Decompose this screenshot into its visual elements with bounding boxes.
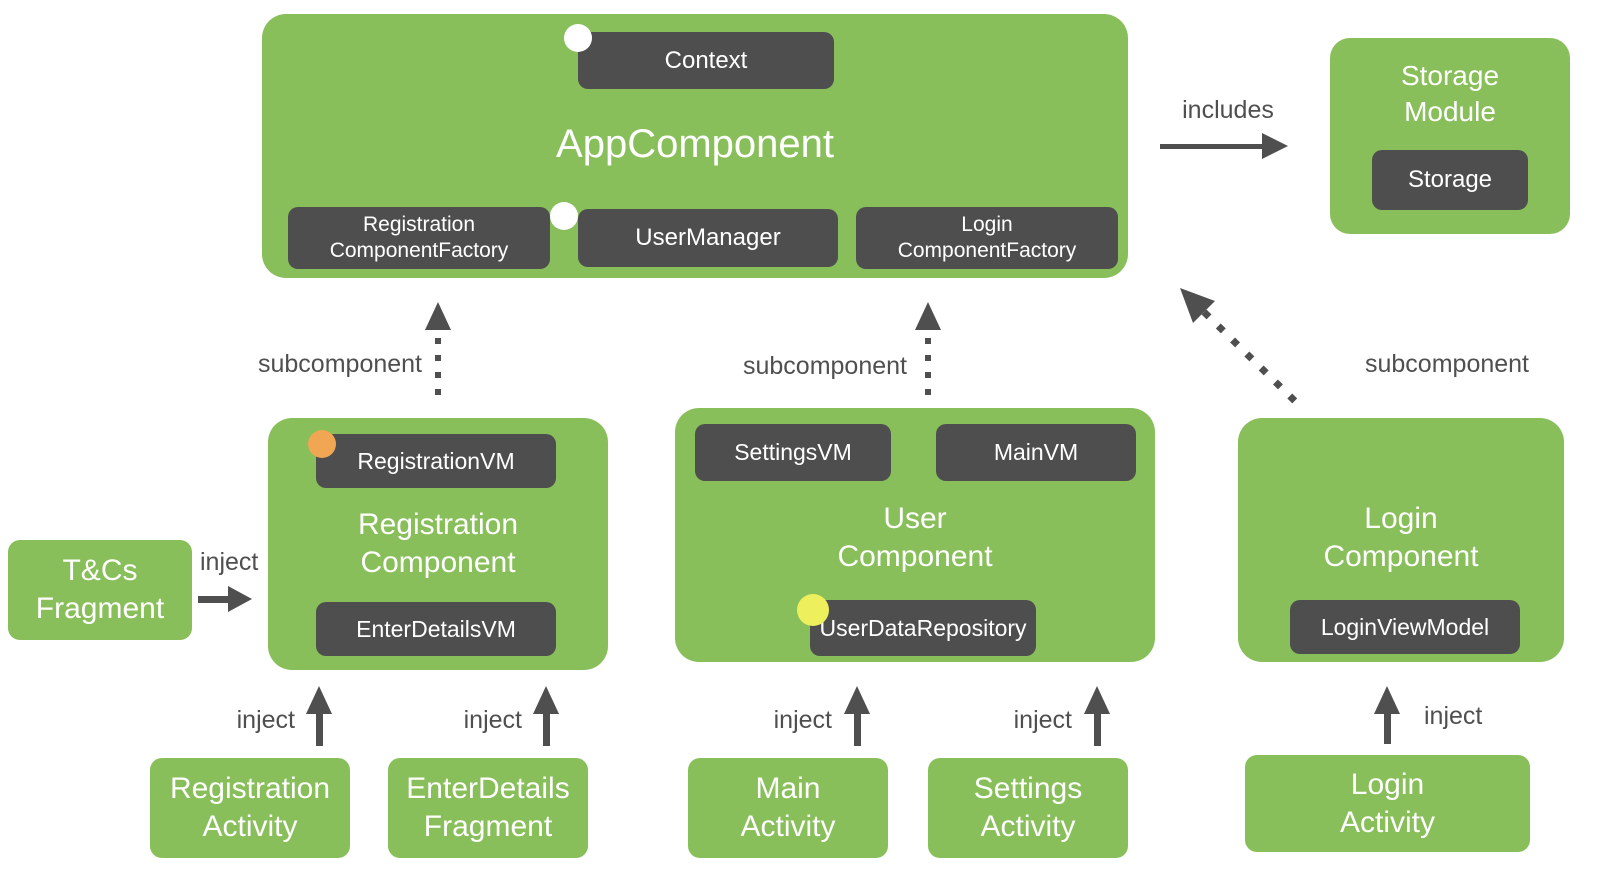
user-data-repository-box: UserDataRepository [810,600,1036,656]
tcs-fragment-box: T&Cs Fragment [8,540,192,640]
registration-component-title-line1: Registration [357,508,519,541]
main-vm-label: MainVM [993,439,1079,465]
main-activity-box: Main Activity [688,758,888,858]
settings-vm-box: SettingsVM [695,424,891,481]
inject-main-activity-arrow-head-icon [844,686,870,714]
inject-tcs-arrow-line [198,596,230,603]
login-activity-box: Login Activity [1245,755,1530,852]
main-activity-label-line2: Activity [740,810,836,843]
settings-activity-label-line1: Settings [973,772,1083,805]
enter-details-fragment-box: EnterDetails Fragment [388,758,588,858]
inject-registration-activity-label: inject [236,706,295,734]
registration-component-title: Registration Component [268,506,608,582]
context-scope-dot [564,24,592,52]
subcomponent-left-label: subcomponent [258,350,423,378]
inject-tcs-label: inject [200,548,259,576]
storage-label: Storage [1407,166,1493,193]
main-activity-label-line1: Main [755,772,821,805]
registration-component-factory-label-line1: Registration [362,213,476,236]
login-component-title-line2: Component [1323,540,1479,573]
tcs-fragment-label-line1: T&Cs [62,554,138,587]
registration-activity-label: Registration Activity [170,770,330,846]
inject-registration-activity-arrow-line [316,712,323,746]
inject-enter-details-fragment-label: inject [463,706,522,734]
registration-component-title-line2: Component [360,546,516,579]
subcomponent-right-label: subcomponent [1365,350,1530,378]
inject-login-activity-label: inject [1424,702,1483,730]
registration-vm-box: RegistrationVM [316,434,556,488]
subcomponent-middle-arrow-line [925,338,931,396]
login-view-model-box: LoginViewModel [1290,600,1520,654]
user-component-box: SettingsVM MainVM User Component UserDat… [675,408,1155,662]
user-data-repository-scope-dot [797,594,829,626]
inject-settings-activity-arrow-head-icon [1084,686,1110,714]
login-activity-label: Login Activity [1340,766,1435,842]
enter-details-vm-box: EnterDetailsVM [316,602,556,656]
enter-details-fragment-label: EnterDetails Fragment [406,770,569,846]
login-component-factory-label-line1: Login [961,213,1013,236]
settings-activity-box: Settings Activity [928,758,1128,858]
registration-vm-scope-dot [308,430,336,458]
main-vm-box: MainVM [936,424,1136,481]
tcs-fragment-label: T&Cs Fragment [36,552,164,628]
registration-vm-label: RegistrationVM [357,447,515,474]
enter-details-vm-label: EnterDetailsVM [356,615,516,642]
storage-module-title-line1: Storage [1400,60,1500,91]
includes-edge-label: includes [1182,96,1274,124]
login-component-title-line1: Login [1364,502,1438,535]
storage-module-title-line2: Module [1404,96,1496,127]
inject-settings-activity-label: inject [1013,706,1072,734]
user-manager-scope-dot [550,202,578,230]
inject-enter-details-fragment-arrow-head-icon [533,686,559,714]
subcomponent-middle-arrow-head-icon [915,302,941,330]
main-activity-label: Main Activity [740,770,835,846]
registration-activity-box: Registration Activity [150,758,350,858]
user-component-title: User Component [675,500,1155,576]
storage-module-title: Storage Module [1330,58,1570,130]
context-box: Context [578,32,834,89]
tcs-fragment-label-line2: Fragment [35,592,165,625]
app-component-box: Context AppComponent Registration Compon… [262,14,1128,278]
subcomponent-right-arrow-icon [1180,288,1303,409]
user-manager-box: UserManager [578,209,838,267]
enter-details-fragment-label-line1: EnterDetails [406,772,570,805]
includes-arrow-line [1160,144,1264,149]
login-view-model-label: LoginViewModel [1320,613,1490,640]
login-component-factory-box: Login ComponentFactory [856,207,1118,269]
settings-vm-label: SettingsVM [734,439,852,465]
login-activity-label-line1: Login [1350,767,1425,801]
registration-component-factory-box: Registration ComponentFactory [288,207,550,269]
settings-activity-label: Settings Activity [974,770,1082,846]
user-manager-label: UserManager [635,224,781,251]
registration-activity-label-line2: Activity [202,810,298,843]
user-component-title-line2: Component [837,540,993,573]
login-component-title: Login Component [1238,500,1564,576]
inject-login-activity-arrow-head-icon [1374,686,1400,714]
subcomponent-left-arrow-head-icon [425,302,451,330]
inject-login-activity-arrow-line [1384,712,1391,744]
login-component-factory-label-line2: ComponentFactory [897,239,1077,262]
registration-component-box: RegistrationVM Registration Component En… [268,418,608,670]
includes-arrow-head-icon [1262,133,1288,159]
inject-registration-activity-arrow-head-icon [306,686,332,714]
inject-tcs-arrow-head-icon [228,586,252,612]
user-component-title-line1: User [883,502,947,535]
registration-component-factory-label-line2: ComponentFactory [329,239,509,262]
user-data-repository-label: UserDataRepository [819,614,1027,641]
storage-module-box: Storage Module Storage [1330,38,1570,234]
enter-details-fragment-label-line2: Fragment [423,810,553,843]
storage-box: Storage [1372,150,1528,210]
subcomponent-left-arrow-line [435,338,441,396]
app-component-title: AppComponent [556,122,834,166]
login-component-box: Login Component LoginViewModel [1238,418,1564,662]
settings-activity-label-line2: Activity [980,810,1076,843]
login-activity-label-line2: Activity [1339,805,1435,839]
inject-enter-details-fragment-arrow-line [543,712,550,746]
inject-main-activity-label: inject [773,706,832,734]
inject-settings-activity-arrow-line [1094,712,1101,746]
subcomponent-middle-label: subcomponent [742,352,907,380]
context-label: Context [664,46,748,74]
inject-main-activity-arrow-line [854,712,861,746]
registration-activity-label-line1: Registration [169,772,331,805]
